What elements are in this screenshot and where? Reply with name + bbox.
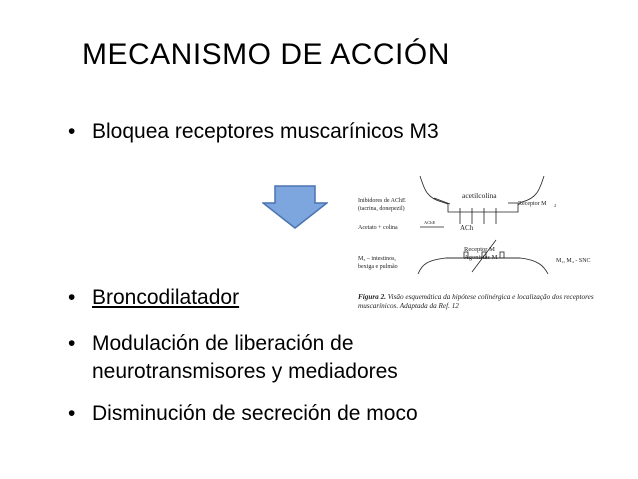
caption-text: Visão esquemática da hipótese colinérgic… bbox=[358, 293, 594, 310]
fig-label-receptor-m2-sub: 2 bbox=[554, 203, 556, 208]
fig-label-m3-line2: bexiga e pulmão bbox=[358, 264, 398, 270]
bullet-dot: • bbox=[68, 286, 76, 309]
figure-caption: Figura 2. Visão esquemática da hipótese … bbox=[358, 293, 608, 311]
fig-label-acetato-colina: Acetato + colina bbox=[358, 225, 398, 231]
down-arrow-icon bbox=[262, 185, 328, 229]
bullet-text: Broncodilatador bbox=[92, 286, 240, 309]
fig-label-receptor-m2: Receptor M bbox=[518, 201, 547, 207]
fig-label-ach: ACh bbox=[460, 224, 474, 232]
fig-label-agonistas: Agonistas M bbox=[464, 254, 498, 261]
caption-label: Figura 2. bbox=[358, 293, 386, 301]
fig-label-inhibidores-examples: (tacrina, donepezil) bbox=[358, 205, 405, 212]
slide-title: MECANISMO DE ACCIÓN bbox=[82, 38, 450, 71]
fig-label-inhibidores: Inibidores de AChE bbox=[358, 198, 406, 204]
fig-label-m3-line1: M₃ – intestinos, bbox=[358, 256, 396, 262]
bullet-dot: • bbox=[68, 402, 76, 425]
bullet-text-line: neurotransmisores y mediadores bbox=[92, 360, 398, 383]
fig-label-snc: M₁, M₄ - SNC bbox=[556, 258, 591, 264]
bullet-dot: • bbox=[68, 120, 76, 143]
fig-label-ache: AChE bbox=[424, 220, 436, 225]
bullet-text: Bloquea receptores muscarínicos M3 bbox=[92, 120, 439, 143]
bullet-dot: • bbox=[68, 332, 76, 355]
fig-label-receptor-m: Receptor M bbox=[464, 246, 495, 253]
bullet-text: Disminución de secreción de moco bbox=[92, 402, 418, 425]
fig-label-acetilcolina: acetilcolina bbox=[462, 191, 497, 200]
cholinergic-diagram: acetilcolina Inibidores de AChE (tacrina… bbox=[358, 175, 591, 275]
bullet-text-line: Modulación de liberación de bbox=[92, 332, 354, 355]
